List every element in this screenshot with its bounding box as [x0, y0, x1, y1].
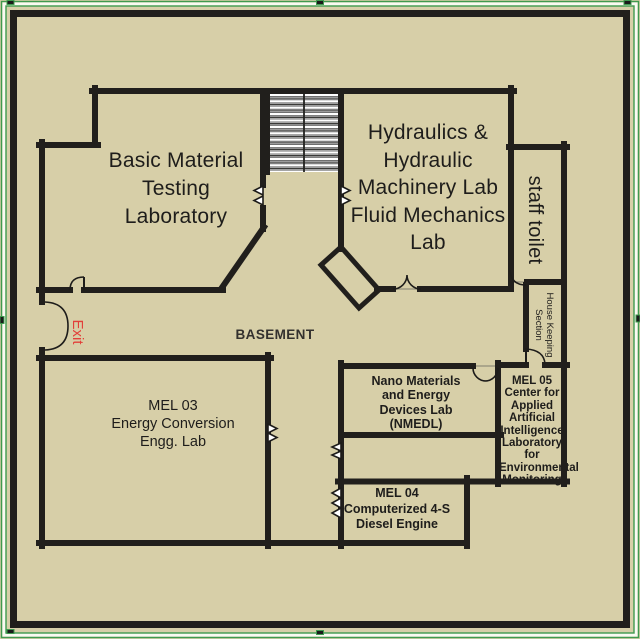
marker-top-right: [623, 0, 632, 5]
plot-border: [10, 10, 630, 628]
marker-top-left: [6, 0, 15, 5]
staff-toilet-door-arc: [509, 269, 527, 286]
exit-double-door-arc: [44, 301, 69, 351]
zigzag-doors: [252, 184, 352, 520]
marker-left-center: [0, 316, 5, 324]
marker-top-center: [316, 0, 324, 5]
room-label-mel04-diesel-engine: MEL 04 Computerized 4-S Diesel Engine: [343, 486, 451, 531]
floor-label-basement: BASEMENT: [235, 327, 315, 342]
room-label-mel03-energy-conversion: MEL 03 Energy Conversion Engg. Lab: [111, 398, 235, 450]
mel03-door-icon: [267, 422, 279, 444]
house-keeping-door-arc: [525, 348, 546, 365]
corridor-door-lower-icon: [330, 486, 342, 520]
room-label-nano-materials-nmedl: Nano Materials and Energy Devices Lab (N…: [371, 374, 461, 432]
room-label-basic-material-testing-laboratory: Basic Material Testing Laboratory: [108, 149, 244, 228]
door-sill-lines: [393, 281, 527, 367]
room-label-hydraulics-machinery-fluid-mechanics: Hydraulics & Hydraulic Machinery Lab Flu…: [350, 121, 506, 255]
door-arcs: [44, 269, 546, 382]
diamond-door-icon: [317, 243, 383, 312]
marker-right-center: [635, 314, 640, 323]
staircase-icon: [270, 94, 338, 172]
nano-double-door-arcs: [472, 367, 499, 382]
marker-bottom-center: [316, 630, 324, 635]
pedestrian-door-arc: [69, 276, 85, 291]
corridor-door-upper-icon: [330, 441, 342, 461]
basic-material-door-icon: [252, 184, 264, 207]
door-leaves: [83, 277, 527, 364]
marker-bottom-left: [6, 629, 15, 634]
hydraulics-side-door-icon: [340, 184, 352, 207]
hydraulics-door-arcs: [392, 274, 422, 290]
